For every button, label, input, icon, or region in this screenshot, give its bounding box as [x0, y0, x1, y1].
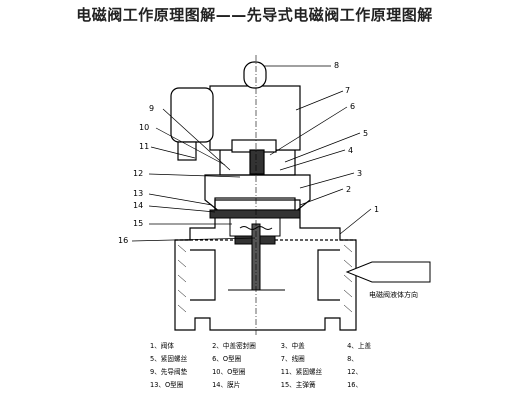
legend-item: 4、上盖: [347, 342, 372, 350]
callout-11: 11: [139, 142, 149, 151]
legend-item: 13、O型圈: [150, 381, 184, 389]
callout-12: 12: [133, 169, 143, 178]
body-hatching: [177, 244, 353, 313]
callout-16: 16: [118, 236, 128, 245]
legend-item: 8、: [347, 355, 358, 363]
parts-legend: 1、阀体 2、中盖密封圈 3、中盖 4、上盖 5、紧固螺丝 6、O型圈 7、线圈…: [150, 340, 390, 389]
solenoid-head: [170, 61, 301, 176]
leader-lines: [131, 65, 372, 242]
callout-15: 15: [133, 219, 143, 228]
legend-item: 10、O型圈: [212, 368, 246, 376]
legend-item: 14、膜片: [212, 381, 241, 389]
legend-item: 6、O型圈: [212, 355, 242, 363]
callout-10: 10: [139, 123, 149, 132]
callout-1: 1: [374, 205, 379, 214]
flow-arrow: [345, 261, 431, 283]
callout-13: 13: [133, 189, 143, 198]
callout-5: 5: [363, 129, 368, 138]
flow-direction-label: 电磁阀液体方向: [369, 290, 418, 299]
legend-item: 3、中盖: [280, 342, 305, 350]
legend-item: 11、紧固螺丝: [280, 368, 323, 376]
legend-item: 12、: [347, 368, 363, 376]
legend-item: 2、中盖密封圈: [212, 342, 256, 350]
middle-cover: [204, 174, 311, 213]
callout-6: 6: [350, 102, 355, 111]
callout-7: 7: [345, 86, 350, 95]
valve-body: [174, 199, 357, 331]
callout-3: 3: [357, 169, 362, 178]
legend-item: 1、阀体: [150, 342, 174, 350]
callout-2: 2: [346, 185, 351, 194]
page-title: 电磁阀工作原理图解——先导式电磁阀工作原理图解: [76, 6, 433, 24]
diaphragm-assembly: [209, 209, 301, 291]
callout-14: 14: [133, 201, 143, 210]
legend-item: 7、线圈: [280, 355, 305, 363]
callout-4: 4: [348, 146, 353, 155]
legend-item: 15、主弹簧: [280, 381, 316, 389]
callout-8: 8: [334, 61, 339, 70]
legend-item: 16、: [347, 381, 363, 389]
legend-item: 5、紧固螺丝: [150, 355, 188, 363]
legend-item: 9、先导阀垫: [150, 368, 188, 376]
callout-9: 9: [149, 104, 154, 113]
